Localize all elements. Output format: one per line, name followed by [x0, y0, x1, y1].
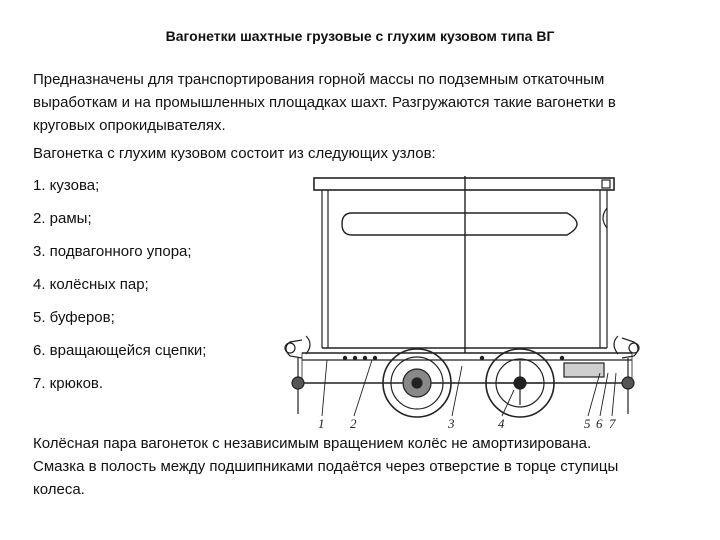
callout-label: 2: [350, 416, 357, 430]
components-lead: Вагонетка с глухим кузовом состоит из сл…: [33, 145, 436, 162]
mine-car-drawing: 1 2 3 4 5 6 7: [284, 176, 640, 430]
intro-line: Предназначены для транспортирования горн…: [33, 71, 605, 88]
outro-line: Смазка в полость между подшипниками пода…: [33, 458, 619, 475]
intro-line: круговых опрокидывателях.: [33, 117, 226, 134]
outro-line: колеса.: [33, 481, 85, 498]
component-item: 4. колёсных пар;: [33, 276, 149, 293]
component-item: 5. буферов;: [33, 309, 115, 326]
outro-line: Колёсная пара вагонеток с независимым вр…: [33, 435, 592, 452]
left-coupling: [284, 335, 311, 414]
callout-label: 3: [447, 416, 455, 430]
car-body: [313, 176, 615, 353]
right-coupling: [613, 335, 640, 414]
intro-line: выработкам и на промышленных площадках ш…: [33, 94, 616, 111]
outro-paragraph: Колёсная пара вагонеток с независимым вр…: [33, 432, 693, 501]
callout-label: 4: [498, 416, 505, 430]
car-frame: [301, 352, 633, 384]
component-item: 1. кузова;: [33, 177, 100, 194]
callout-label: 6: [596, 416, 603, 430]
component-item: 7. крюков.: [33, 375, 104, 392]
rear-wheel: [485, 348, 555, 418]
page-title: Вагонетки шахтные грузовые с глухим кузо…: [165, 28, 555, 44]
component-item: 6. вращающейся сцепки;: [33, 342, 207, 359]
component-item: 3. подвагонного упора;: [33, 243, 192, 260]
component-item: 2. рамы;: [33, 210, 92, 227]
body-rib: [341, 212, 578, 236]
intro-paragraph: Предназначены для транспортирования горн…: [33, 68, 683, 137]
callout-leaders: [321, 359, 617, 417]
callout-label: 1: [318, 416, 325, 430]
callout-label: 5: [584, 416, 591, 430]
front-wheel: [382, 348, 452, 418]
callout-label: 7: [609, 416, 616, 430]
